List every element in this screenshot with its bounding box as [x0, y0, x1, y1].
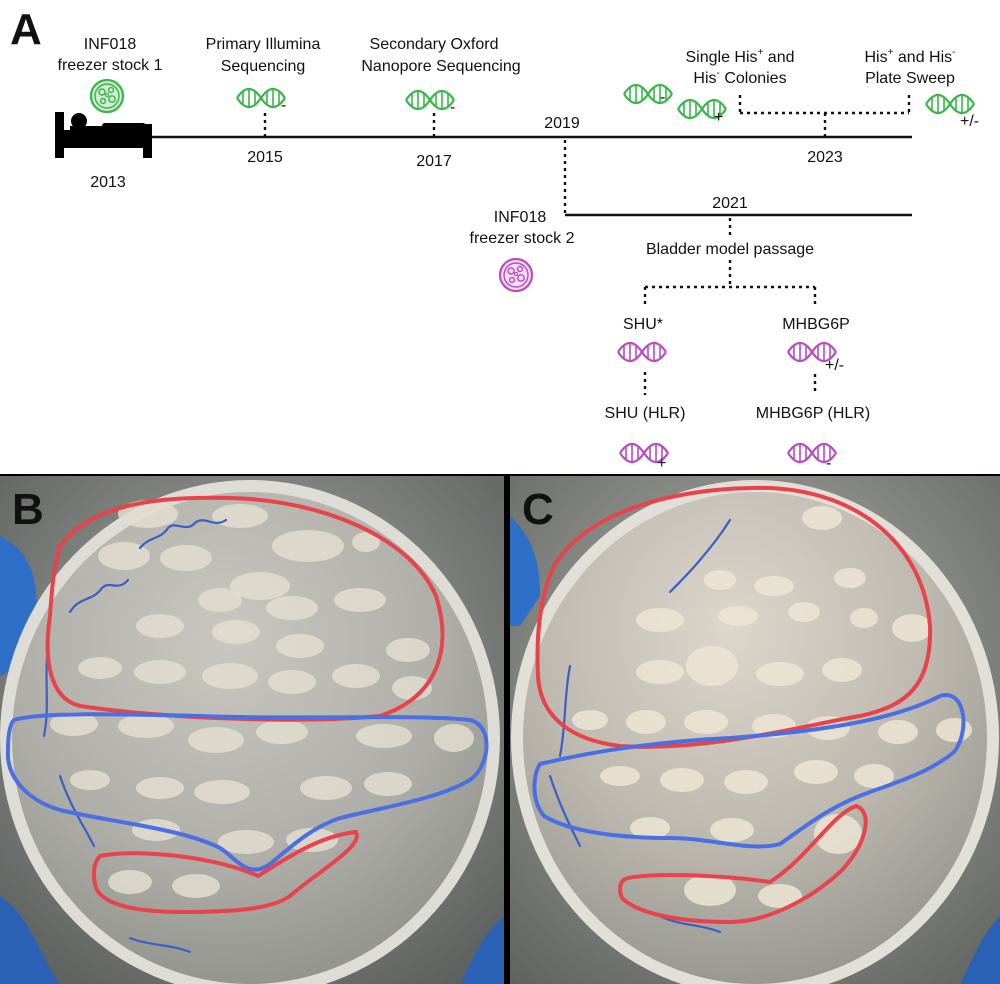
sweep-label-line2: Plate Sweep: [865, 70, 955, 87]
bladder-passage-label: Bladder model passage: [646, 241, 814, 258]
outline-red-bottom-c: [618, 803, 868, 925]
stock1-label-line1: INF018: [84, 36, 137, 53]
petri-dish-fill-green: [91, 80, 123, 112]
dna-icon-shu: [616, 341, 668, 363]
stock2-label-line1: INF018: [494, 209, 547, 226]
outline-blue-middle-c: [532, 693, 966, 849]
mhbg-hlr-sign: -: [826, 455, 831, 472]
colony-streaks-c: [572, 506, 972, 908]
dotted-connectors: [263, 95, 911, 395]
stock2-label-line2: freezer stock 2: [470, 230, 575, 247]
colony-streaks-b: [50, 500, 474, 898]
shu-hlr-sign: +: [657, 455, 666, 472]
panel-letter-b: B: [12, 485, 44, 534]
bed-icon: [55, 112, 152, 158]
mhbg-hlr-label: MHBG6P (HLR): [756, 405, 870, 422]
panel-divider-vertical: [504, 476, 510, 984]
nanopore-label-line1: Secondary Oxford: [370, 36, 499, 53]
timeline-diagram: A: [10, 5, 979, 472]
panel-divider-horizontal: [0, 474, 1000, 477]
dna-icon-sweep: [924, 93, 976, 115]
panel-b-plate-photo: B: [0, 476, 504, 984]
nanopore-sign: -: [450, 99, 455, 116]
sweep-sign: +/-: [960, 113, 979, 130]
mhbg-label: MHBG6P: [782, 316, 850, 333]
outline-red-top-b: [45, 495, 445, 722]
colonies-label-line2: His- Colonies: [693, 68, 786, 87]
panel-a-timeline: A: [0, 0, 1000, 476]
illumina-label-line1: Primary Illumina: [206, 36, 321, 53]
panel-c-plate-photo: C: [510, 476, 1000, 984]
illumina-sign: -: [281, 97, 286, 114]
panel-letter-a: A: [10, 5, 42, 54]
year-2023: 2023: [807, 149, 843, 166]
outline-red-bottom-b: [91, 829, 359, 915]
illumina-label-line2: Sequencing: [221, 58, 306, 75]
colonies-label-line1: Single His+ and: [685, 47, 794, 66]
year-2021: 2021: [712, 195, 748, 212]
outline-blue-middle-b: [5, 712, 489, 872]
stock1-label-line2: freezer stock 1: [58, 57, 163, 74]
sweep-label-line1: His+ and His-: [865, 47, 956, 66]
panel-letter-c: C: [522, 485, 554, 534]
plate-b-illustration: B: [0, 476, 504, 984]
mhbg-sign: +/-: [825, 357, 844, 374]
year-2017: 2017: [416, 153, 452, 170]
dna-icon-illumina: [235, 87, 287, 109]
colonies-sign-minus: -: [660, 89, 665, 106]
plate-c-illustration: C: [510, 476, 1000, 984]
shu-hlr-label: SHU (HLR): [605, 405, 686, 422]
shu-label: SHU*: [623, 316, 663, 333]
outline-red-top-c: [535, 485, 933, 749]
dna-icon-nanopore: [404, 89, 456, 111]
glove-left-c: [510, 516, 540, 626]
nanopore-label-line2: Nanopore Sequencing: [361, 58, 520, 75]
colonies-sign-plus: +: [714, 109, 723, 126]
year-2013: 2013: [90, 174, 126, 191]
year-2015: 2015: [247, 149, 283, 166]
year-2019: 2019: [544, 115, 580, 132]
